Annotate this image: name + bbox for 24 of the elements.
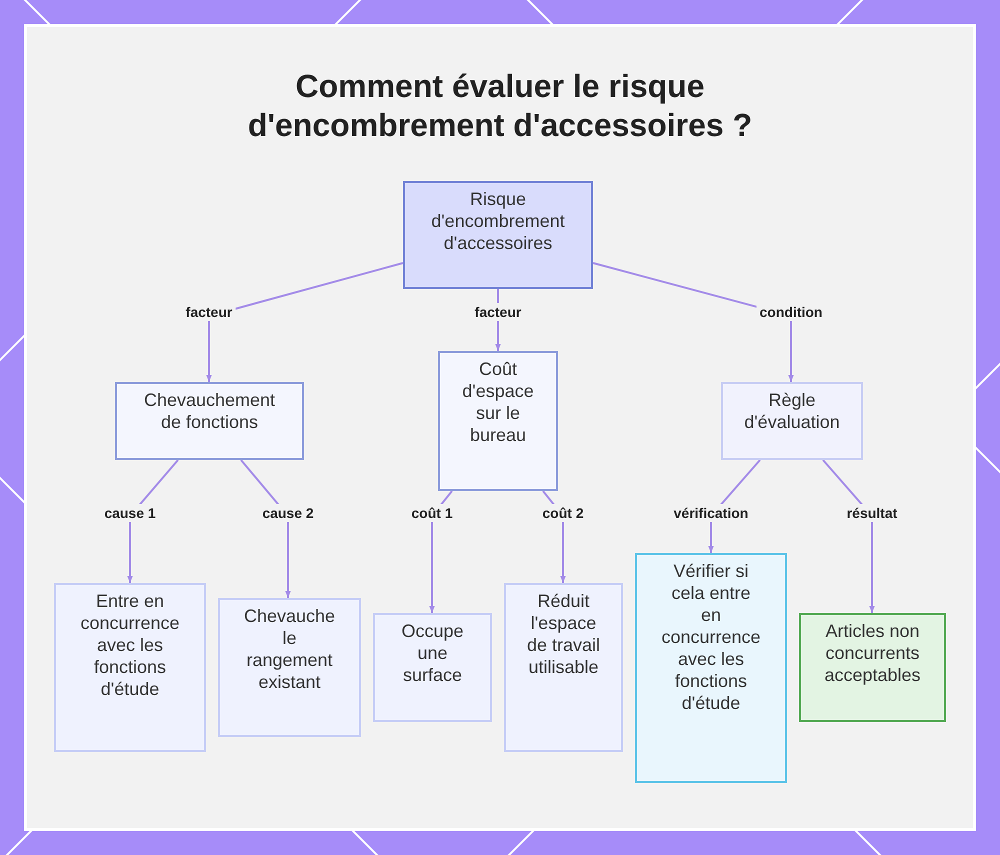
node-label: Règle d'évaluation bbox=[743, 389, 841, 433]
category-box bbox=[115, 382, 304, 460]
node-label: Coût d'espace sur le bureau bbox=[461, 358, 535, 446]
detail-box bbox=[373, 613, 492, 722]
node-label: Vérifier si cela entre en concurrence avec les fonctions d'étude bbox=[660, 560, 762, 714]
category-box bbox=[721, 382, 863, 460]
detail-box bbox=[54, 583, 206, 752]
edge-label: facteur bbox=[472, 303, 524, 321]
category-box bbox=[438, 351, 558, 491]
connector-arrow bbox=[206, 262, 404, 382]
node-label: Chevauchement de fonctions bbox=[142, 389, 276, 433]
node-label: Articles non concurrents acceptables bbox=[823, 620, 922, 686]
node-label: Entre en concurrence avec les fonctions d'étude bbox=[79, 590, 181, 700]
node-label: Risque d'encombrement d'accessoires bbox=[430, 188, 566, 254]
node-label: Chevauche le rangement existant bbox=[242, 605, 336, 693]
result-box bbox=[799, 613, 946, 722]
detail-box bbox=[504, 583, 623, 752]
connector-arrow bbox=[822, 459, 875, 613]
check-box bbox=[635, 553, 787, 783]
node-label: Réduit l'espace de travail utilisable bbox=[526, 590, 602, 678]
detail-box bbox=[218, 598, 361, 737]
node-label: Occupe une surface bbox=[400, 620, 465, 686]
diagram-title: Comment évaluer le risque d'encombrement d'accessoires ? bbox=[246, 67, 754, 145]
topic-box bbox=[403, 181, 593, 289]
